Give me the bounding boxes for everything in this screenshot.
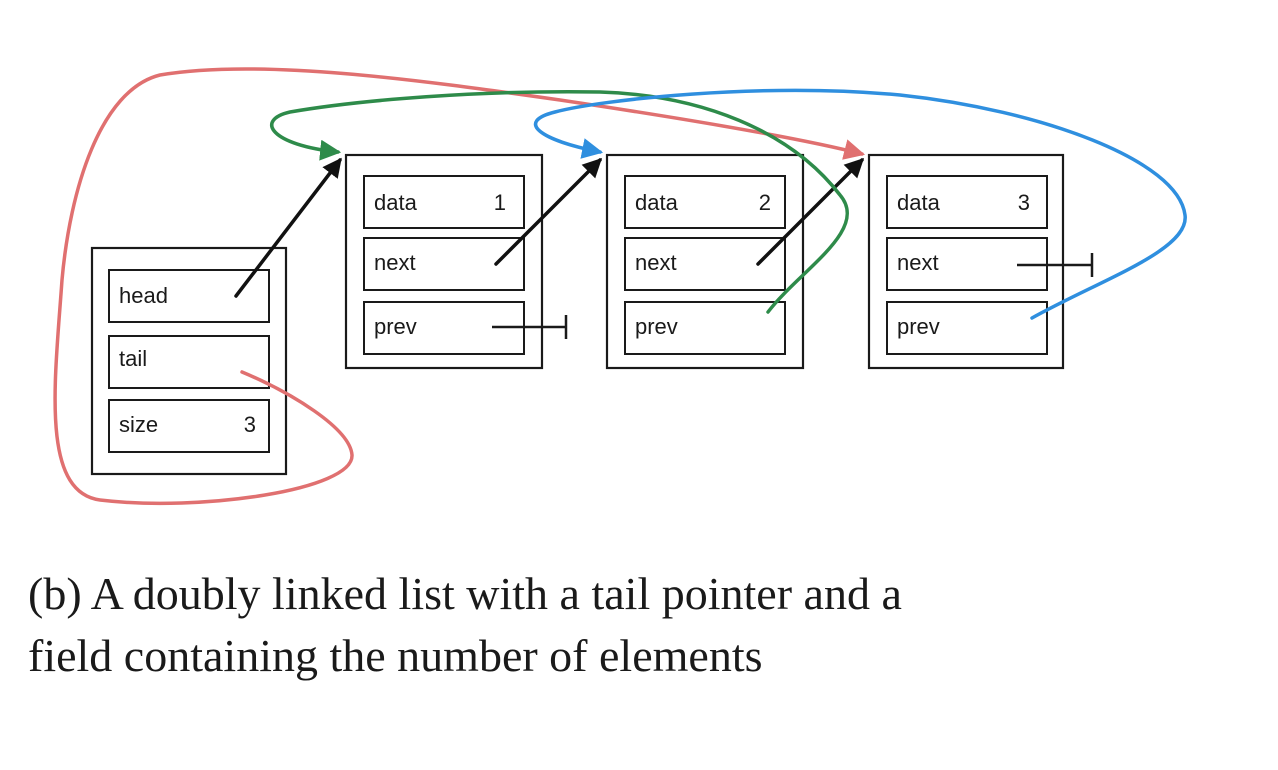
node-1: data 1 next prev (344, 153, 544, 370)
node-3-data-value: 3 (1018, 190, 1030, 215)
field-head-box (108, 269, 270, 323)
node-2: data 2 next prev (605, 153, 805, 370)
node-3-data-label: data (897, 190, 941, 215)
node-2-next-arrow (756, 157, 865, 266)
caption-line-1: (b) A doubly linked list with a tail poi… (28, 568, 902, 619)
field-head-label: head (119, 283, 168, 308)
caption-line-2: field containing the number of elements (28, 630, 763, 681)
node-2-data-label: data (635, 190, 679, 215)
node-2-data-box (624, 175, 786, 229)
node-3: data 3 next prev (867, 153, 1065, 370)
node-2-prev-arrow (270, 90, 849, 314)
node-2-prev-label: prev (635, 314, 678, 339)
field-tail-box (108, 335, 270, 389)
list-struct: head tail size 3 (90, 246, 288, 476)
node-2-next-label: next (635, 250, 677, 275)
node-1-data-label: data (374, 190, 418, 215)
field-size: size 3 (108, 399, 270, 453)
node-3-prev-arrow (533, 88, 1187, 320)
node-1-next-arrow (494, 157, 603, 266)
node-3-next-label: next (897, 250, 939, 275)
field-size-box (108, 399, 270, 453)
node-2-prev-box (624, 301, 786, 355)
field-tail-label: tail (119, 346, 147, 371)
field-size-value: 3 (244, 412, 256, 437)
node-2-data-value: 2 (759, 190, 771, 215)
node-3-next-null-icon (1017, 253, 1094, 277)
node-1-prev-null-icon (492, 315, 568, 339)
node-3-data-box (886, 175, 1048, 229)
node-1-next-label: next (374, 250, 416, 275)
linked-list-diagram: head tail size 3 data 1 next prev data 2 (53, 67, 1187, 506)
node-1-data-box (363, 175, 525, 229)
node-1-prev-label: prev (374, 314, 417, 339)
node-3-prev-label: prev (897, 314, 940, 339)
figure-caption: (b) A doubly linked list with a tail poi… (28, 563, 1258, 687)
field-head: head (108, 269, 270, 323)
field-tail: tail (108, 335, 270, 389)
node-1-data-value: 1 (494, 190, 506, 215)
head-pointer-arrow (234, 157, 342, 298)
node-3-prev-box (886, 301, 1048, 355)
tail-pointer-arrow (53, 67, 866, 506)
field-size-label: size (119, 412, 158, 437)
